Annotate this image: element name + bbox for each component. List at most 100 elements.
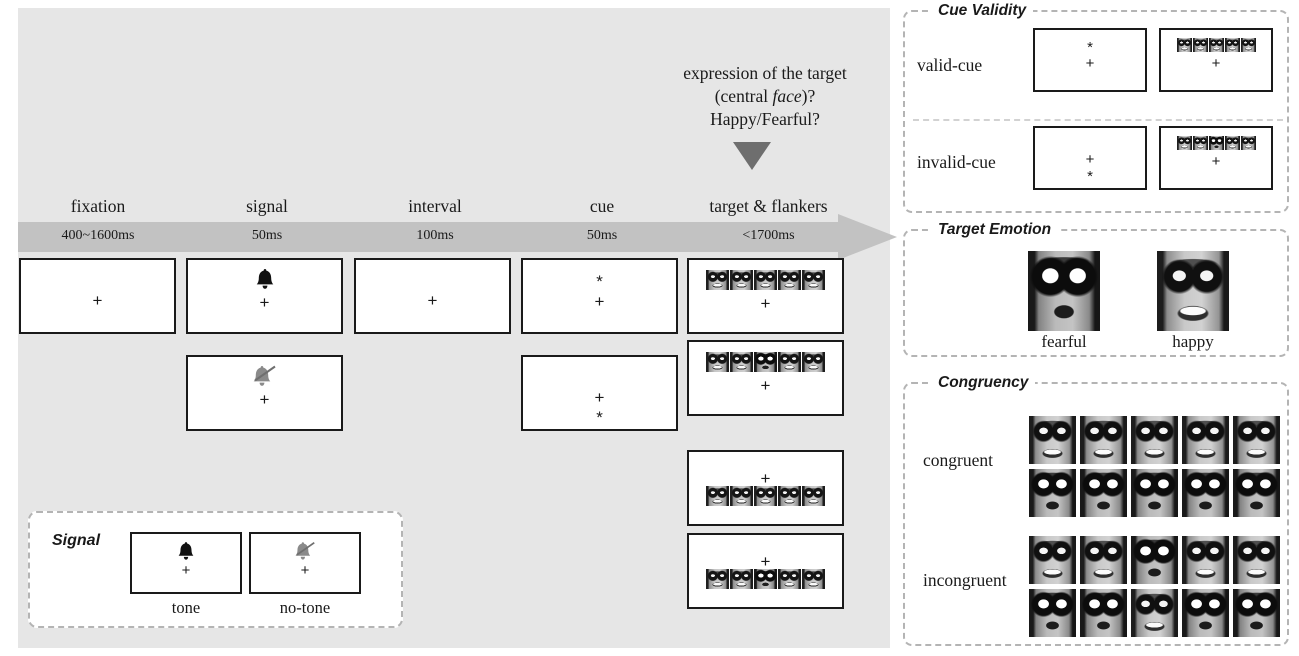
stage-duration-interval: 100ms xyxy=(416,228,454,243)
cue-frame-valid: * + xyxy=(521,258,678,334)
target-face xyxy=(1131,589,1178,637)
target-face xyxy=(1208,136,1224,150)
fixation-cross: + xyxy=(760,376,771,395)
cue-validity-cue-display-invalid: + * xyxy=(1033,126,1147,190)
flanker-face xyxy=(730,486,753,506)
flanker-face xyxy=(802,270,825,290)
congruency-face-row-incongruent-fearful-target xyxy=(1029,536,1280,584)
question-line2-suffix: )? xyxy=(801,86,816,107)
task-question-line2: (central face)? xyxy=(640,85,890,108)
stage-name-signal: signal xyxy=(246,196,288,216)
flanker-face xyxy=(1224,38,1240,52)
flanker-face xyxy=(1029,469,1076,517)
flanker-face xyxy=(1080,469,1127,517)
bell-muted-icon xyxy=(188,365,341,387)
flanker-face xyxy=(802,352,825,372)
cue-validity-target-display-invalid: + xyxy=(1159,126,1273,190)
flanker-face xyxy=(1182,416,1229,464)
triangle-down-icon xyxy=(733,142,771,170)
flanker-face-strip xyxy=(689,270,842,290)
arrow-right-icon xyxy=(18,214,897,260)
stage-duration-target: <1700ms xyxy=(742,228,795,243)
stage-name-cue: cue xyxy=(589,196,615,216)
target-frame-above-1: + xyxy=(687,258,844,334)
target-face xyxy=(754,486,777,506)
flanker-face-strip xyxy=(1161,38,1271,52)
congruency-row-label-incongruent: incongruent xyxy=(923,570,1007,590)
fixation-cross: + xyxy=(259,293,270,312)
flanker-face xyxy=(730,352,753,372)
flanker-face xyxy=(706,352,729,372)
flanker-face-strip xyxy=(689,569,842,589)
target-emotion-label-fearful: fearful xyxy=(1041,332,1087,351)
cue-validity-target-display-valid: + xyxy=(1159,28,1273,92)
timeline-arrowhead xyxy=(838,214,897,260)
timeline-bar xyxy=(18,222,838,252)
fixation-cross: + xyxy=(760,294,771,313)
cue-validity-panel: Cue Validity valid-cue invalid-cue * + +… xyxy=(903,2,1289,213)
fixation-cross: + xyxy=(1211,153,1221,170)
flanker-face xyxy=(802,486,825,506)
flanker-face xyxy=(1224,136,1240,150)
target-face xyxy=(1208,38,1224,52)
flanker-face xyxy=(1029,589,1076,637)
stage-duration-signal: 50ms xyxy=(251,228,283,243)
task-question-line1: expression of the target xyxy=(683,63,847,83)
signal-frame-tone: + xyxy=(186,258,343,334)
bell-icon xyxy=(188,268,341,290)
flanker-face xyxy=(1182,536,1229,584)
target-frame-above-2: + xyxy=(687,340,844,416)
fixation-cross: + xyxy=(760,469,771,488)
fixation-cross: + xyxy=(427,291,438,310)
flanker-face xyxy=(706,486,729,506)
fixation-cross: + xyxy=(594,388,605,407)
congruency-face-row-incongruent-happy-target xyxy=(1029,589,1280,637)
bell-muted-icon xyxy=(251,541,359,561)
target-frame-below-2: + xyxy=(687,533,844,609)
target-face xyxy=(754,352,777,372)
flanker-face xyxy=(706,569,729,589)
question-line2-italic: face xyxy=(772,86,802,107)
stage-name-target: target & flankers xyxy=(709,196,828,216)
flanker-face xyxy=(1240,38,1256,52)
cue-frame-invalid: + * xyxy=(521,355,678,431)
congruency-face-row-congruent-happy xyxy=(1029,416,1280,464)
cue-asterisk: * xyxy=(1087,39,1093,56)
flanker-face-strip xyxy=(689,352,842,372)
flanker-face xyxy=(778,486,801,506)
signal-option-label-tone: tone xyxy=(171,598,201,617)
bell-icon xyxy=(132,541,240,561)
fixation-cross: + xyxy=(1085,151,1095,168)
fixation-cross: + xyxy=(259,390,270,409)
legend-frame-tone: + xyxy=(130,532,242,594)
flanker-face xyxy=(1176,136,1192,150)
fixation-cross: + xyxy=(760,552,771,571)
cue-asterisk: * xyxy=(596,272,603,291)
flanker-face xyxy=(778,569,801,589)
flanker-face xyxy=(1192,38,1208,52)
panel-row-divider xyxy=(913,119,1283,121)
fixation-cross: + xyxy=(181,562,191,579)
congruency-face-row-congruent-fearful xyxy=(1029,469,1280,517)
stage-duration-cue: 50ms xyxy=(586,228,618,243)
flanker-face xyxy=(1233,416,1280,464)
flanker-face xyxy=(778,270,801,290)
target-emotion-photo-fearful xyxy=(1028,251,1100,331)
flanker-face xyxy=(1080,589,1127,637)
fixation-cross: + xyxy=(1211,55,1221,72)
question-line2-prefix: (central xyxy=(714,86,773,107)
flanker-face xyxy=(1080,416,1127,464)
flanker-face xyxy=(1176,38,1192,52)
flanker-face xyxy=(706,270,729,290)
target-face xyxy=(1131,469,1178,517)
stage-name-fixation: fixation xyxy=(70,196,126,216)
flanker-face xyxy=(778,352,801,372)
target-face xyxy=(1131,536,1178,584)
fixation-cross: + xyxy=(1085,55,1095,72)
signal-frame-no-tone: + xyxy=(186,355,343,431)
flanker-face xyxy=(802,569,825,589)
task-question: expression of the target (central face)?… xyxy=(640,62,890,131)
target-face xyxy=(754,270,777,290)
congruency-row-label-congruent: congruent xyxy=(923,450,993,470)
target-emotion-panel: Target Emotion fearful happy xyxy=(903,221,1289,357)
